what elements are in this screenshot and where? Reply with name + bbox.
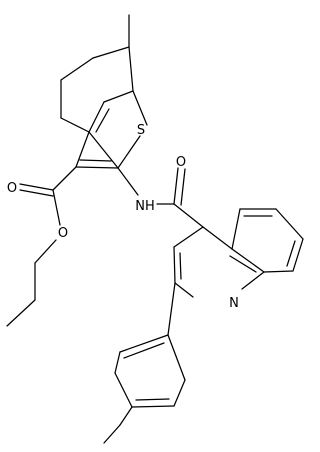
bond <box>128 46 134 92</box>
bond <box>173 203 204 228</box>
bond <box>167 334 186 381</box>
quinoline-nitrogen-label: N <box>229 296 239 311</box>
bond <box>88 101 105 133</box>
bond <box>231 248 265 273</box>
bond <box>114 351 121 374</box>
atom-labels: S NH O O O N <box>7 123 239 311</box>
bond <box>119 406 133 426</box>
bond <box>131 405 175 408</box>
bond <box>173 246 176 284</box>
bond <box>179 252 182 280</box>
bond <box>132 90 148 126</box>
ester-carbonyl-oxygen-label: O <box>7 181 17 196</box>
bond <box>229 255 257 273</box>
bond <box>174 282 194 298</box>
bond <box>202 226 233 250</box>
bond <box>286 240 296 267</box>
bond <box>123 342 165 359</box>
bond <box>167 282 176 336</box>
bond <box>173 226 204 248</box>
bond <box>75 166 119 169</box>
bond <box>75 131 90 168</box>
bond <box>88 131 119 169</box>
amide-oxygen-label: O <box>176 155 186 170</box>
amide-nh-label: NH <box>135 199 155 214</box>
bond <box>173 167 179 205</box>
bond <box>103 90 134 103</box>
ester-ether-oxygen-label: O <box>58 226 68 241</box>
bond <box>6 299 36 327</box>
sulfur-label: S <box>137 123 145 138</box>
bond <box>119 334 169 353</box>
bond <box>19 189 54 197</box>
bond <box>135 398 170 401</box>
bond <box>173 379 186 407</box>
bond <box>52 166 77 191</box>
bond <box>231 208 241 250</box>
bond <box>19 183 54 191</box>
bond <box>263 270 294 273</box>
bond-lines <box>6 14 304 444</box>
bond <box>52 189 61 226</box>
bond <box>180 168 186 206</box>
bond <box>60 57 94 81</box>
bond <box>114 372 133 408</box>
bond <box>79 159 112 162</box>
bond <box>275 208 304 240</box>
bond <box>103 424 121 444</box>
bond <box>92 46 130 59</box>
bond <box>60 117 90 133</box>
bond <box>34 239 57 264</box>
bond <box>117 135 141 169</box>
molecule-diagram: S NH O O O N <box>6 14 304 444</box>
bond <box>241 271 265 290</box>
bond <box>292 238 304 272</box>
structure-canvas: S NH O O O N <box>6 14 304 444</box>
bond <box>117 167 139 196</box>
bond <box>95 108 110 133</box>
